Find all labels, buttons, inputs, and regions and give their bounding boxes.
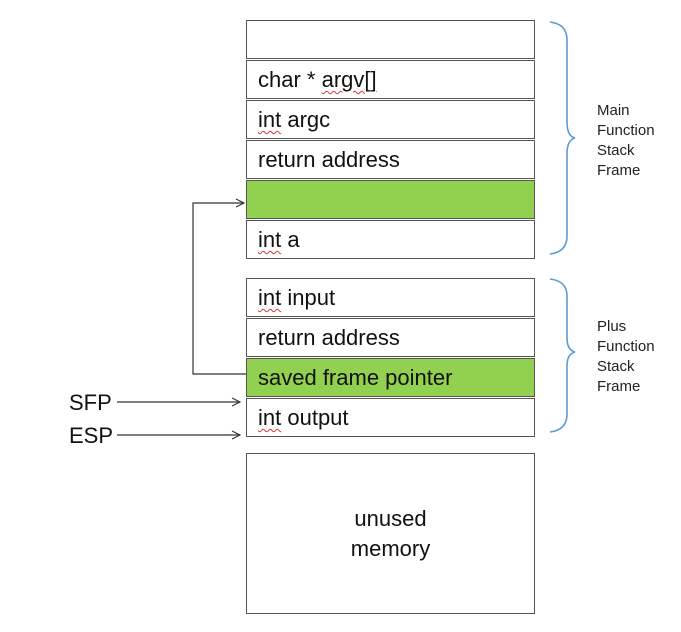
plus-frame-cell-input: int input (246, 278, 535, 317)
plus-frame-cell-return-address: return address (246, 318, 535, 357)
main-frame-label-line: Main (597, 102, 630, 119)
main-frame-cell-return-address: return address (246, 140, 535, 179)
cell-text: char * (258, 67, 322, 92)
plus-frame-label: Plus Function Stack Frame (597, 317, 655, 397)
plus-frame-label-line: Frame (597, 378, 641, 395)
cell-text: saved frame pointer (258, 365, 453, 390)
unused-memory-line2: memory (350, 535, 431, 561)
main-frame-label: Main Function Stack Frame (597, 101, 655, 181)
cell-text: input (281, 285, 336, 310)
plus-frame-label-line: Function (597, 338, 655, 355)
plus-frame-label-line: Stack (597, 358, 635, 375)
sfp-label: SFP (69, 390, 112, 415)
main-frame-cell-int-a: int a (246, 220, 535, 259)
saved-fp-link-arrow (192, 203, 246, 375)
main-frame-label-line: Stack (597, 142, 635, 159)
cell-text: a (281, 227, 300, 252)
cell-text: return address (258, 147, 400, 172)
main-frame-cell-empty (246, 20, 535, 59)
unused-memory-label: unused memory (291, 504, 491, 564)
unused-memory-block: unused memory (246, 453, 535, 614)
main-frame-cell-argc: int argc (246, 100, 535, 139)
plus-frame-brace (549, 278, 576, 433)
cell-text: argc (281, 107, 331, 132)
main-frame-cell-argv: char * argv[] (246, 60, 535, 99)
main-frame-cell-saved-fp-slot (246, 180, 535, 219)
unused-memory-line1: unused (354, 505, 427, 531)
esp-label: ESP (69, 423, 114, 448)
cell-text-squiggle: int (258, 285, 282, 310)
cell-text-squiggle: int (258, 405, 282, 430)
cell-text-squiggle: int (258, 107, 282, 132)
plus-frame-label-line: Plus (597, 318, 627, 335)
cell-text: output (281, 405, 349, 430)
cell-text-squiggle: int (258, 227, 282, 252)
plus-frame-cell-saved-frame-pointer: saved frame pointer (246, 358, 535, 397)
main-frame-brace (549, 21, 576, 255)
main-frame-label-line: Frame (597, 162, 641, 179)
cell-text-squiggle: argv[] (321, 67, 377, 92)
plus-frame-cell-output: int output (246, 398, 535, 437)
cell-text: return address (258, 325, 400, 350)
main-frame-label-line: Function (597, 122, 655, 139)
